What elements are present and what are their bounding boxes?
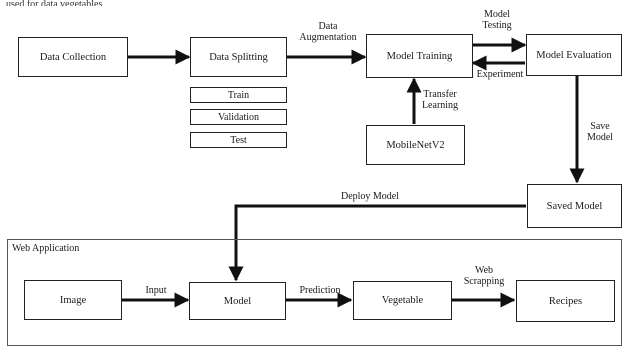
image-node: Image — [24, 280, 122, 320]
label-line: Learning — [421, 100, 459, 111]
label-line: Model — [483, 9, 511, 20]
test-split-box: Test — [190, 132, 287, 148]
data-splitting-node: Data Splitting — [190, 37, 287, 77]
prediction-label: Prediction — [299, 285, 340, 296]
node-label: Data Splitting — [209, 51, 268, 63]
label-line: Deploy Model — [340, 191, 400, 202]
input-label: Input — [145, 285, 166, 296]
mobilenetv2-node: MobileNetV2 — [366, 125, 465, 165]
node-label: Model Evaluation — [536, 49, 612, 61]
label-line: Data — [318, 21, 338, 32]
node-label: MobileNetV2 — [386, 139, 445, 151]
data-collection-node: Data Collection — [18, 37, 128, 77]
label-line: Save — [590, 121, 610, 132]
caption-text: used for data vegetables — [6, 0, 103, 6]
model-evaluation-node: Model Evaluation — [526, 34, 622, 76]
validation-split-box: Validation — [190, 109, 287, 125]
web-application-container: Web Application — [7, 239, 622, 346]
save-model-label: Save Model — [587, 121, 613, 143]
label-line: Prediction — [299, 285, 341, 296]
split-label: Test — [230, 134, 247, 146]
node-label: Data Collection — [39, 51, 107, 63]
label-line: Augmentation — [299, 32, 357, 43]
data-augmentation-label: Data Augmentation — [299, 21, 356, 43]
deploy-model-label: Deploy Model — [341, 191, 399, 202]
split-label: Train — [227, 89, 250, 101]
node-label: Saved Model — [546, 200, 603, 212]
web-scrapping-label: Web Scrapping — [464, 265, 505, 287]
label-line: Scrapping — [463, 276, 505, 287]
model-testing-label: Model Testing — [482, 9, 511, 31]
model-node: Model — [189, 282, 286, 320]
node-label: Recipes — [548, 295, 583, 307]
container-title: Web Application — [12, 243, 80, 254]
saved-model-node: Saved Model — [527, 184, 622, 228]
node-label: Model — [223, 295, 252, 307]
label-line: Web — [474, 265, 494, 276]
recipes-node: Recipes — [516, 280, 615, 322]
transfer-learning-label: Transfer Learning — [422, 89, 458, 111]
split-label: Validation — [217, 111, 260, 123]
experiment-label: Experiment — [477, 69, 524, 80]
label-line: Testing — [482, 20, 512, 31]
arrow-saved-to-model — [228, 204, 526, 282]
vegetable-node: Vegetable — [353, 281, 452, 320]
train-split-box: Train — [190, 87, 287, 103]
label-line: Model — [586, 132, 614, 143]
node-label: Model Training — [386, 50, 453, 62]
label-line: Experiment — [476, 69, 524, 80]
label-line: Input — [145, 285, 167, 296]
node-label: Vegetable — [381, 295, 424, 306]
label-line: Transfer — [423, 89, 457, 100]
node-label: Image — [59, 294, 87, 306]
model-training-node: Model Training — [366, 34, 473, 78]
